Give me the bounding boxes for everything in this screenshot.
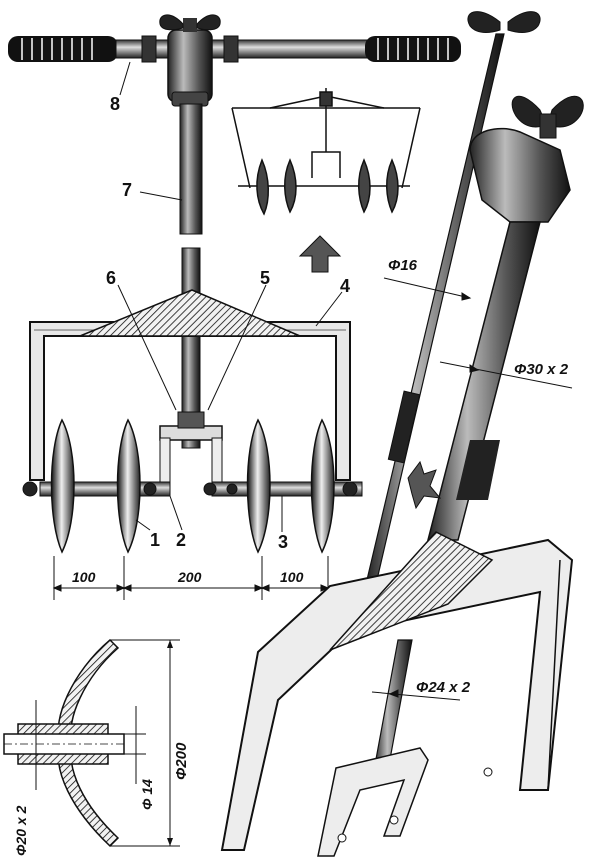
cross-fitting: [469, 127, 571, 223]
disc-diameter-label: Φ200: [173, 742, 190, 780]
axle-nuts: [22, 481, 358, 497]
callout-2: 2: [176, 530, 186, 550]
stem-tube-upper: [179, 103, 203, 235]
callout-5: 5: [260, 268, 270, 288]
view-arrow-right: [407, 460, 442, 510]
callout-3: 3: [278, 532, 288, 552]
right-dimension-lines: [371, 277, 573, 701]
callout-8: 8: [110, 94, 120, 114]
view-arrow-up: [298, 235, 342, 273]
callout-1: 1: [150, 530, 160, 550]
lower-fork: [317, 747, 429, 857]
callout-6: 6: [106, 268, 116, 288]
handle-assembly: [8, 14, 461, 107]
gusset-plate: [79, 289, 301, 337]
hub-diameter-label: Φ20 x 2: [13, 805, 29, 856]
axle-diameter-label: Φ 14: [139, 779, 155, 810]
rod-wing-nut: [467, 11, 541, 33]
span-center-label: 200: [177, 569, 202, 585]
callout-4: 4: [340, 276, 350, 296]
leader-lines: [117, 61, 343, 532]
callout-7: 7: [122, 180, 132, 200]
base-bracket: [220, 538, 574, 851]
right-grip: [365, 36, 461, 62]
fork-bracket: [159, 411, 223, 494]
perspective-assembly: [220, 11, 584, 857]
wing-nut: [159, 14, 221, 32]
disc-layout-schematic: [231, 88, 421, 216]
main-tube: [427, 221, 541, 541]
disc-section-detail: [3, 638, 180, 848]
base-gusset: [329, 531, 494, 651]
thin-rod: [365, 33, 505, 585]
span-left-label: 100: [72, 569, 96, 585]
lower-tube-label: Φ24 x 2: [416, 679, 471, 696]
rod-diameter-label: Φ16: [388, 257, 418, 274]
disc-blades: [50, 418, 335, 554]
upper-tube-label: Φ30 x 2: [514, 361, 569, 378]
spacing-dimension-lines: [52, 556, 330, 600]
left-grip: [8, 36, 118, 62]
span-right-label: 100: [280, 569, 304, 585]
tube-wing-nut: [511, 95, 584, 139]
tee-fitting: [167, 29, 213, 103]
